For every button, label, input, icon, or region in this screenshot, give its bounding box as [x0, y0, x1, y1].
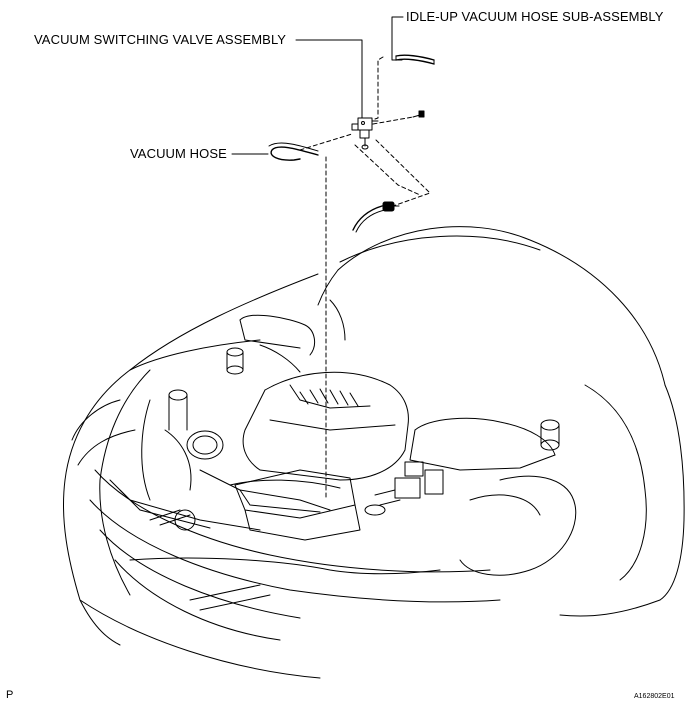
idle-up-vacuum-hose: [396, 55, 434, 64]
vehicle-body: [63, 274, 684, 645]
cowl: [130, 300, 345, 372]
hose-connector: [353, 202, 399, 232]
battery-and-reservoir: [365, 418, 559, 515]
bolt-part: [413, 111, 424, 117]
engine-cover: [243, 372, 408, 480]
vacuum-hose-label: VACUUM HOSE: [130, 146, 227, 161]
hood: [318, 227, 665, 385]
vacuum-switching-valve: [352, 118, 378, 149]
front-bumper: [80, 470, 500, 678]
figure-id: A162802E01: [634, 693, 675, 700]
headlight-left: [72, 400, 135, 465]
idle-up-vacuum-hose-label: IDLE-UP VACUUM HOSE SUB-ASSEMBLY: [406, 9, 664, 24]
headlight-right: [460, 476, 576, 575]
vacuum-hose: [269, 143, 318, 160]
air-cleaner: [235, 470, 360, 540]
radiator-support: [130, 510, 440, 610]
vacuum-switching-valve-label: VACUUM SWITCHING VALVE ASSEMBLY: [34, 32, 287, 47]
intake-components: [142, 315, 340, 512]
page-mark: P: [6, 689, 14, 701]
assembly-dashed-lines: [300, 57, 430, 500]
